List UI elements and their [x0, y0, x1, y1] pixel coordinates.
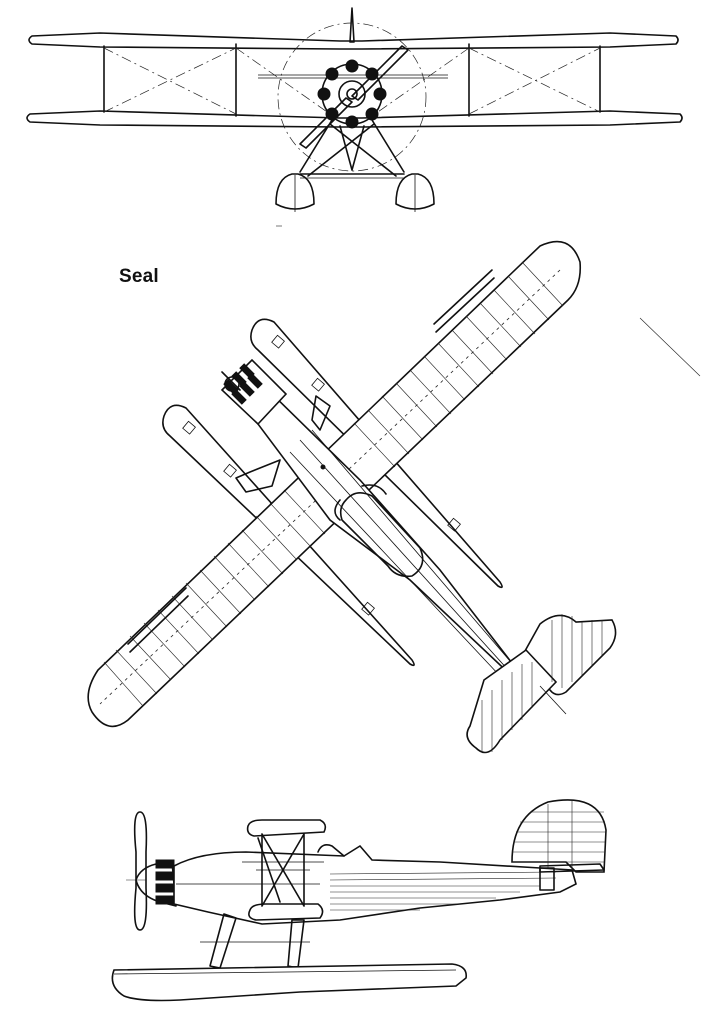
- engine-cylinders-side: [155, 859, 175, 905]
- side-view: [111, 799, 607, 1002]
- front-view: [26, 7, 683, 227]
- engine-cylinders-plan: [223, 363, 263, 405]
- tailplane-plan: [466, 317, 701, 754]
- plan-view: [87, 240, 701, 754]
- fuselage-plan: [220, 358, 526, 684]
- aircraft-name-label: Seal: [119, 266, 159, 287]
- floats-plan: [162, 318, 503, 667]
